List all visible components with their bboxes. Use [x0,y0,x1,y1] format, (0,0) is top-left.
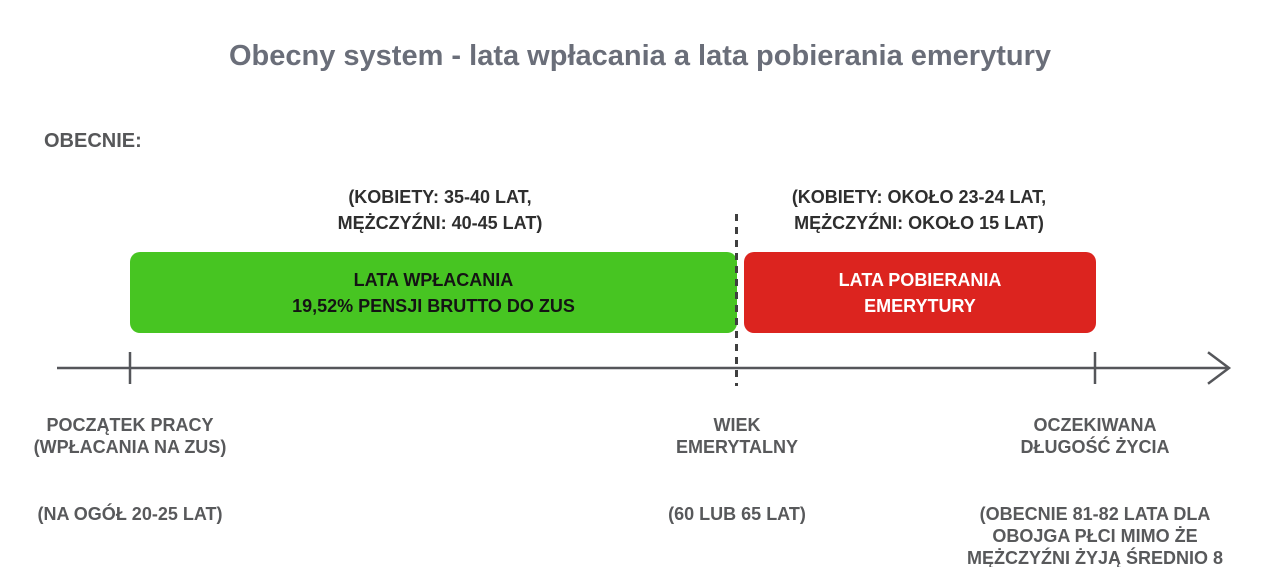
milestone-start-of-work: POCZĄTEK PRACY (WPŁACANIA NA ZUS) (NA OG… [10,392,250,547]
payout-years-annotation: (KOBIETY: OKOŁO 23-24 LAT, MĘŻCZYŹNI: OK… [791,187,1047,233]
milestone-retirement-age-note: (60 LUB 65 LAT) [668,504,806,524]
milestone-life-expectancy: OCZEKIWANA DŁUGOŚĆ ŻYCIA (OBECNIE 81-82 … [945,392,1245,567]
milestone-start-of-work-title: POCZĄTEK PRACY (WPŁACANIA NA ZUS) [33,415,227,457]
section-label: OBECNIE: [44,130,142,152]
retirement-age-dashed-line [735,214,738,386]
payout-years-bar-label: LATA POBIERANIA EMERYTURY [838,269,1002,316]
axis-arrowhead-icon [1207,351,1232,385]
payout-years-bar: LATA POBIERANIA EMERYTURY [744,252,1096,333]
page-title: Obecny system - lata wpłacania a lata po… [228,40,1051,72]
contribution-years-bar: LATA WPŁACANIA 19,52% PENSJI BRUTTO DO Z… [130,252,737,333]
milestone-life-expectancy-title: OCZEKIWANA DŁUGOŚĆ ŻYCIA [1020,415,1170,457]
timeline-axis [57,351,1232,385]
milestone-retirement-age-title: WIEK EMERYTALNY [675,415,798,457]
milestone-retirement-age: WIEK EMERYTALNY (60 LUB 65 LAT) [617,392,857,547]
milestone-life-expectancy-note: (OBECNIE 81-82 LATA DLA OBOJGA PŁCI MIMO… [966,504,1224,567]
contribution-years-annotation: (KOBIETY: 35-40 LAT, MĘŻCZYŹNI: 40-45 LA… [337,187,543,233]
milestone-start-of-work-note: (NA OGÓŁ 20-25 LAT) [37,504,223,524]
contribution-years-bar-label: LATA WPŁACANIA 19,52% PENSJI BRUTTO DO Z… [292,269,575,316]
